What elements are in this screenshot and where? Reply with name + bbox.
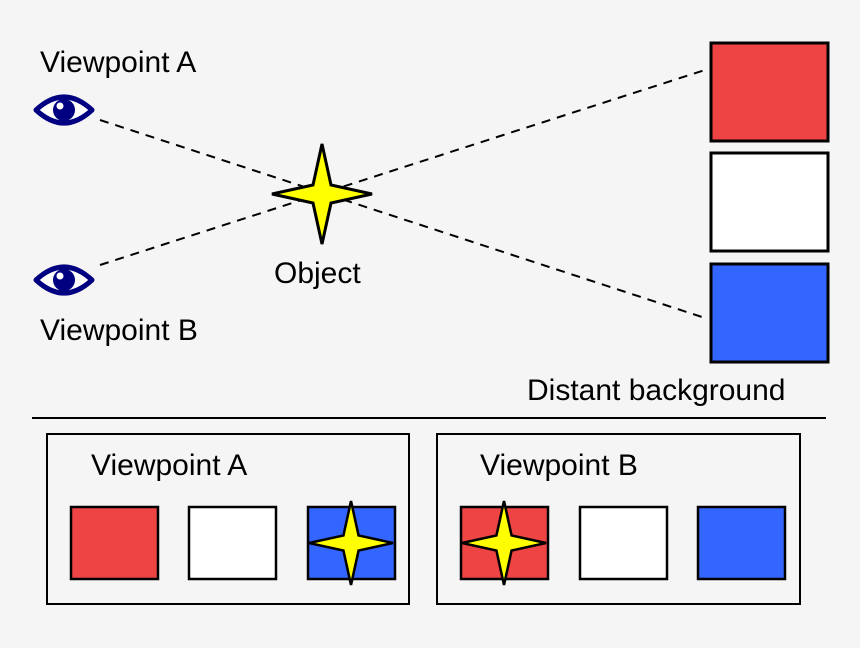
background-blue-square	[709, 262, 830, 364]
eye-icon	[33, 264, 95, 296]
panel-b-title: Viewpoint B	[480, 449, 638, 482]
panel-a-white-square	[187, 505, 278, 581]
panel-b-blue-square	[696, 505, 787, 581]
viewpoint-b-label: Viewpoint B	[40, 314, 198, 347]
background-white-square	[709, 151, 830, 253]
object-label: Object	[274, 257, 361, 290]
panel-a-title: Viewpoint A	[91, 449, 247, 482]
sight-line-b-to-red	[99, 69, 706, 266]
viewpoint-a-label: Viewpoint A	[40, 46, 196, 79]
panel-a-red-square	[69, 505, 160, 581]
sight-line-a-to-blue	[99, 119, 706, 319]
panel-viewpoint-a: Viewpoint A	[46, 433, 410, 605]
background-red-square	[709, 41, 830, 143]
eye-icon	[33, 94, 95, 126]
panel-viewpoint-b: Viewpoint B	[436, 433, 801, 605]
distant-background-label: Distant background	[527, 374, 786, 407]
panel-b-white-square	[578, 505, 669, 581]
four-point-star-icon	[270, 142, 374, 246]
